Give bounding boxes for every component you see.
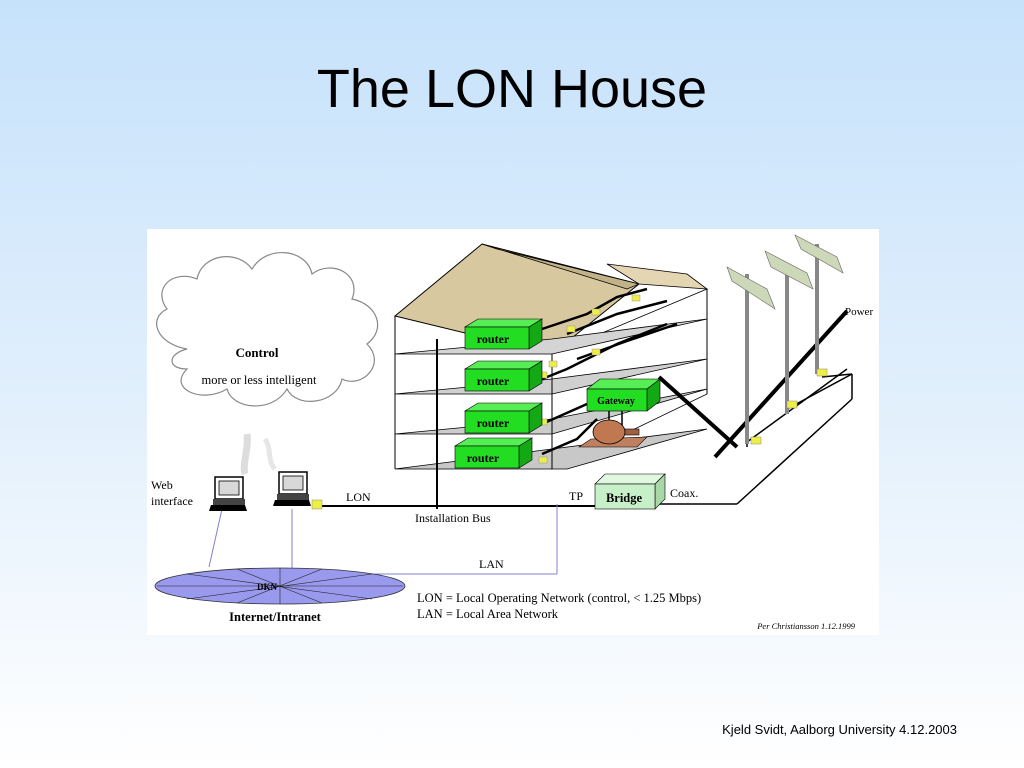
web-interface-label-1: Web: [151, 478, 173, 492]
web-interface-label-2: interface: [151, 494, 193, 508]
lon-house-diagram: Control more or less intelligent: [147, 229, 879, 635]
legend-lan: LAN = Local Area Network: [417, 607, 559, 621]
legend-lon: LON = Local Operating Network (control, …: [417, 591, 701, 605]
installation-bus-label: Installation Bus: [415, 511, 491, 525]
bridge: Bridge: [594, 473, 666, 510]
cloud-title: Control: [235, 345, 278, 360]
web-interface-computer: [209, 476, 247, 511]
router-3: router: [463, 402, 544, 434]
control-cloud: Control more or less intelligent: [156, 252, 379, 407]
lon-connector: [311, 499, 323, 510]
internet-disc: DKN: [154, 567, 406, 605]
footer-credit: Kjeld Svidt, Aalborg University 4.12.200…: [722, 722, 957, 737]
tp-label: TP: [569, 489, 583, 503]
power-poles: [726, 234, 844, 445]
cloud-subtitle: more or less intelligent: [202, 373, 317, 387]
dkn-label: DKN: [257, 582, 278, 592]
gateway: Gateway: [586, 378, 661, 412]
router-2-label: router: [477, 374, 510, 388]
lan-lines: [208, 504, 558, 575]
router-2: router: [463, 360, 544, 392]
router-1: router: [463, 318, 544, 350]
router-1-label: router: [477, 332, 510, 346]
lon-label: LON: [346, 490, 371, 504]
diagram-credit: Per Christiansson 1.12.1999: [756, 621, 856, 631]
router-4: router: [453, 437, 534, 469]
router-3-label: router: [477, 416, 510, 430]
lan-label: LAN: [479, 557, 504, 571]
bridge-label: Bridge: [606, 491, 643, 505]
house: [393, 243, 709, 470]
internet-intranet-label: Internet/Intranet: [229, 610, 321, 624]
house-connectors: [538, 294, 641, 464]
coax-label: Coax.: [670, 486, 698, 500]
router-4-label: router: [467, 451, 500, 465]
motor: [578, 419, 648, 448]
gateway-label: Gateway: [597, 396, 635, 407]
control-computer: [273, 471, 311, 506]
slide-title: The LON House: [316, 59, 708, 119]
power-label: Power: [845, 306, 873, 318]
cloud-tail: [240, 433, 251, 476]
